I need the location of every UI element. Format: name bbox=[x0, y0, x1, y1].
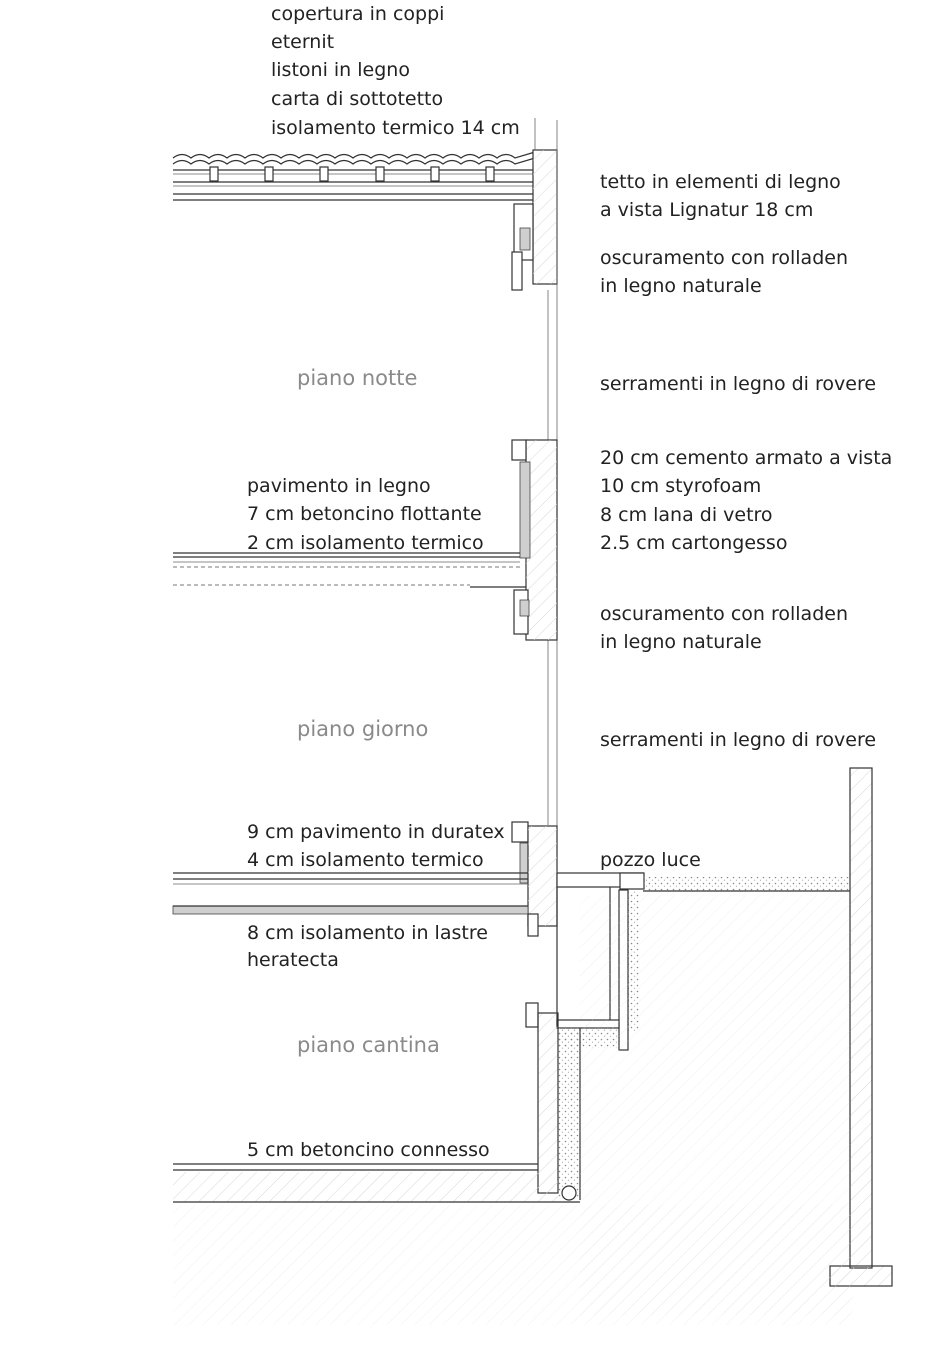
roof-structure-label-1: tetto in elementi di legno bbox=[600, 171, 841, 193]
roof-assembly bbox=[172, 118, 558, 291]
roof-label-5: isolamento termico 14 cm bbox=[271, 117, 520, 139]
shutter-top-label-2: in legno naturale bbox=[600, 275, 762, 297]
wall-label-1: 20 cm cemento armato a vista bbox=[600, 447, 892, 469]
basement-structure bbox=[173, 1002, 581, 1203]
basement-floor-label: 5 cm betoncino connesso bbox=[247, 1139, 490, 1161]
roof-structure-label-2: a vista Lignatur 18 cm bbox=[600, 199, 813, 221]
first-floor-slab bbox=[173, 439, 558, 641]
shutter-top-label-1: oscuramento con rolladen bbox=[600, 247, 848, 269]
window-mid-label: serramenti in legno di rovere bbox=[600, 729, 876, 751]
wall-label-3: 8 cm lana di vetro bbox=[600, 504, 773, 526]
floor0-label-1: 9 cm pavimento in duratex bbox=[247, 821, 505, 843]
wall-label-2: 10 cm styrofoam bbox=[600, 475, 761, 497]
room-night-label: piano notte bbox=[297, 366, 417, 390]
roof-label-3: listoni in legno bbox=[271, 59, 410, 81]
wall-label-4: 2.5 cm cartongesso bbox=[600, 532, 787, 554]
ground-floor-slab bbox=[172, 821, 558, 937]
roof-label-1: copertura in coppi bbox=[271, 3, 444, 25]
floor1-label-3: 2 cm isolamento termico bbox=[247, 532, 484, 554]
window-top-label: serramenti in legno di rovere bbox=[600, 373, 876, 395]
shutter-mid-label-2: in legno naturale bbox=[600, 631, 762, 653]
room-day-label: piano giorno bbox=[297, 717, 428, 741]
floor1-label-1: pavimento in legno bbox=[247, 475, 431, 497]
room-cellar-label: piano cantina bbox=[297, 1033, 440, 1057]
shutter-mid-label-1: oscuramento con rolladen bbox=[600, 603, 848, 625]
roof-label-4: carta di sottotetto bbox=[271, 88, 443, 110]
floor0-label-2: 4 cm isolamento termico bbox=[247, 849, 484, 871]
basement-ceiling-label-1: 8 cm isolamento in lastre bbox=[247, 922, 488, 944]
floor1-label-2: 7 cm betoncino flottante bbox=[247, 503, 482, 525]
basement-ceiling-label-2: heratecta bbox=[247, 949, 339, 971]
roof-label-2: eternit bbox=[271, 31, 334, 53]
light-well-label: pozzo luce bbox=[600, 849, 701, 871]
